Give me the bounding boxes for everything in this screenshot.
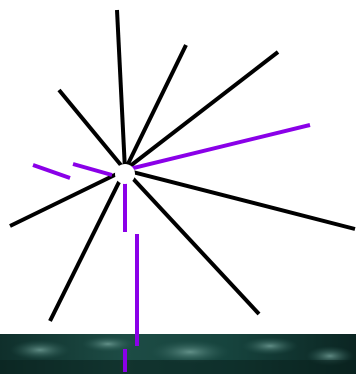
black-spoke [125,170,355,229]
underwater-photo-strip [0,334,356,374]
black-spoke [117,10,125,170]
black-spokes-group [10,10,355,321]
purple-spoke-segment [33,165,70,178]
black-spoke [50,170,125,321]
photo-texture [0,334,356,374]
hub-circle [115,164,135,184]
black-spoke [59,90,125,170]
black-spoke [125,170,259,314]
black-spoke [125,45,186,170]
purple-spoke-segment [73,164,112,175]
